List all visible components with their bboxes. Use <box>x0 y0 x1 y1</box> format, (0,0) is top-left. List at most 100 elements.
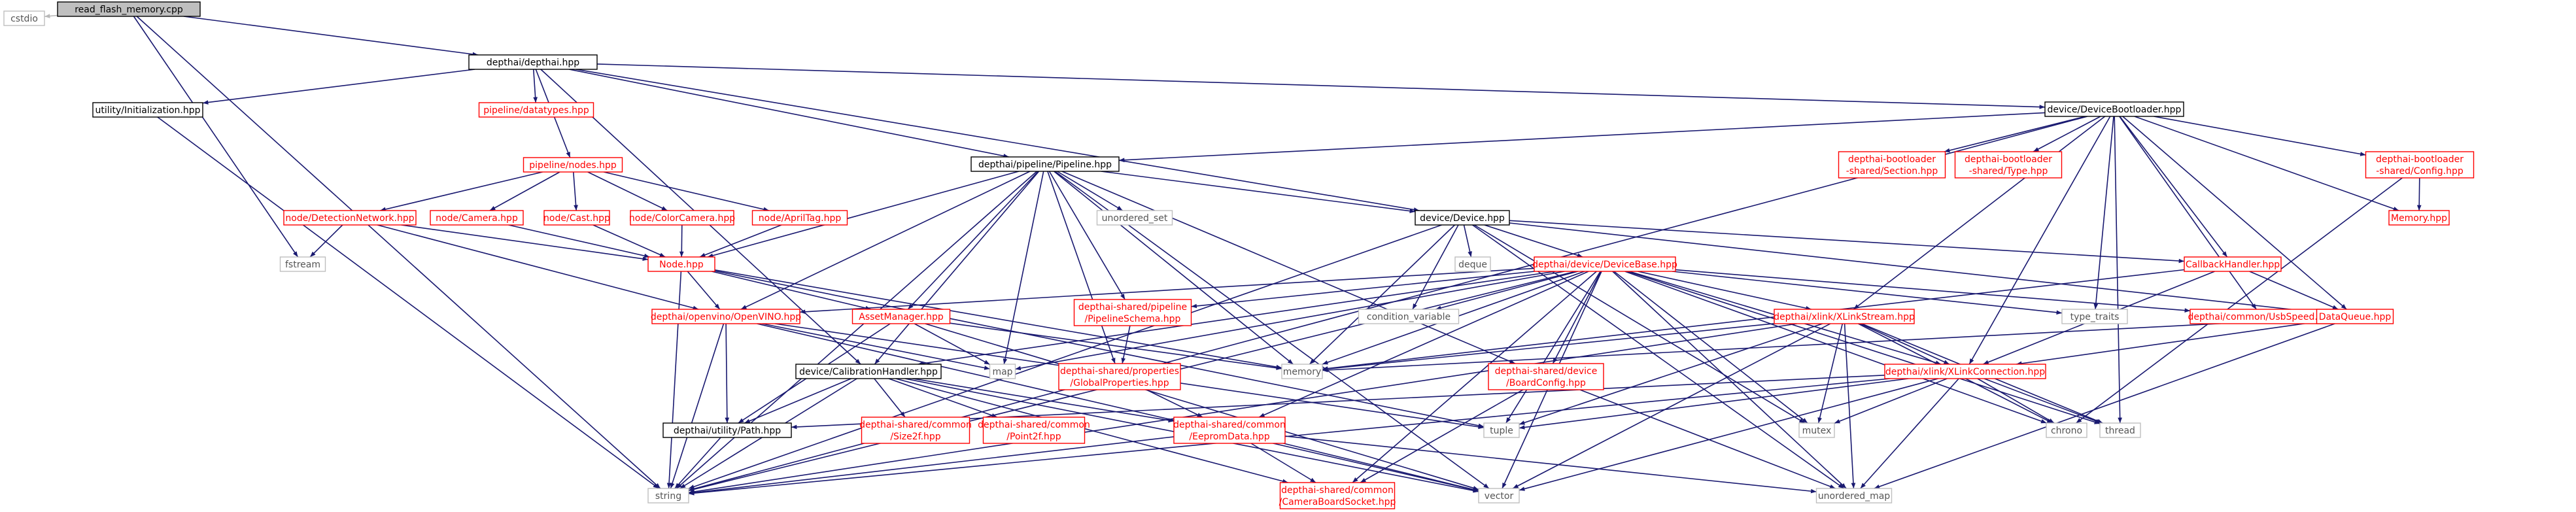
edge-eeprom-to-unordered-map <box>1284 435 1817 492</box>
node-label: -shared/Config.hpp <box>2376 166 2464 177</box>
edge-arrowhead <box>1802 418 1808 423</box>
edge-arrowhead <box>791 424 797 430</box>
edge-device-bootloader-to-xlink-connection <box>1968 116 2111 365</box>
edge-pipeline-pipeline-to-asset-manager <box>907 171 1039 310</box>
node-utility-path[interactable]: depthai/utility/Path.hpp <box>662 422 792 438</box>
node-device-device[interactable]: device/Device.hpp <box>1415 210 1510 226</box>
edge-openvino-to-string <box>670 323 725 489</box>
node-depthai[interactable]: depthai/depthai.hpp <box>468 54 598 70</box>
node-bl-type[interactable]: depthai-bootloader-shared/Type.hpp <box>1954 151 2063 179</box>
edge-xlink-stream-to-string <box>688 323 1797 494</box>
node-thread: thread <box>2099 422 2141 438</box>
node-size2f[interactable]: depthai-shared/common/Size2f.hpp <box>859 417 972 444</box>
node-label: depthai/common/UsbSpeed.hpp <box>2188 312 2335 322</box>
node-label: /Point2f.hpp <box>1006 432 1061 442</box>
node-label: CallbackHandler.hpp <box>2186 260 2280 270</box>
node-camera-socket[interactable]: depthai-shared/common/CameraBoardSocket.… <box>1279 482 1396 509</box>
edge-arrowhead <box>1874 485 1880 489</box>
node-bl-config[interactable]: depthai-bootloader-shared/Config.hpp <box>2365 151 2475 179</box>
node-openvino[interactable]: depthai/openvino/OpenVINO.hpp <box>651 309 801 324</box>
edge-openvino-to-vector <box>757 323 1479 492</box>
node-node-apriltag[interactable]: node/AprilTag.hpp <box>751 210 848 226</box>
node-calibration-handler[interactable]: device/CalibrationHandler.hpp <box>795 364 942 379</box>
edge-node-detection-to-openvino <box>377 224 699 310</box>
edge-arrowhead <box>2360 152 2366 156</box>
node-pipeline-nodes[interactable]: pipeline/nodes.hpp <box>523 157 623 173</box>
node-pipeline-schema[interactable]: depthai-shared/pipeline/PipelineSchema.h… <box>1073 299 1192 326</box>
edge-arrowhead <box>744 418 751 423</box>
node-bl-section[interactable]: depthai-bootloader-shared/Section.hpp <box>1838 151 1946 179</box>
node-eeprom[interactable]: depthai-shared/common/EepromData.hpp <box>1173 417 1286 444</box>
node-label: vector <box>1485 491 1514 502</box>
node-memory-hpp[interactable]: Memory.hpp <box>2388 210 2450 226</box>
node-node-camera[interactable]: node/Camera.hpp <box>430 210 524 226</box>
node-label: depthai-bootloader <box>1848 154 1936 165</box>
node-callback-handler[interactable]: CallbackHandler.hpp <box>2184 256 2282 272</box>
edge-depthai-to-pipeline-datatypes <box>533 69 536 103</box>
edge-depthai-to-device-bootloader <box>596 63 2046 108</box>
edge-device-bootloader-to-memory-hpp <box>2134 116 2399 211</box>
node-global-props[interactable]: depthai-shared/properties/GlobalProperti… <box>1058 363 1181 390</box>
node-box <box>1488 363 1604 390</box>
edge-pipeline-nodes-to-node-apriltag <box>603 171 770 211</box>
node-node-colorcamera[interactable]: node/ColorCamera.hpp <box>629 210 735 226</box>
node-box <box>3 10 45 26</box>
node-vector: vector <box>1478 488 1520 503</box>
node-asset-manager[interactable]: AssetManager.hpp <box>851 309 951 324</box>
edge-arrowhead <box>1119 158 1125 163</box>
edge-arrowhead <box>1352 477 1358 483</box>
node-label: Memory.hpp <box>2391 213 2447 224</box>
edge-arrowhead <box>653 483 659 488</box>
edge-arrowhead <box>666 483 672 488</box>
node-data-queue[interactable]: DataQueue.hpp <box>2316 309 2394 324</box>
edge-pipeline-pipeline-to-map <box>1003 171 1044 365</box>
edge-pipeline-pipeline-to-calibration-handler <box>874 171 1040 365</box>
node-xlink-connection[interactable]: depthai/xlink/XLinkConnection.hpp <box>1884 364 2046 379</box>
node-point2f[interactable]: depthai-shared/common/Point2f.hpp <box>978 417 1090 444</box>
node-node-detection[interactable]: node/DetectionNetwork.hpp <box>283 210 417 226</box>
edge-arrowhead <box>1360 478 1366 483</box>
node-label: fstream <box>285 260 320 270</box>
node-label: depthai/utility/Path.hpp <box>674 426 781 436</box>
edge-arrowhead <box>1840 483 1847 488</box>
node-box <box>2061 309 2128 324</box>
node-box <box>662 422 792 438</box>
node-node-hpp[interactable]: Node.hpp <box>647 256 715 272</box>
edge-arrowhead <box>1015 366 1022 371</box>
node-pipeline-pipeline[interactable]: depthai/pipeline/Pipeline.hpp <box>970 156 1120 172</box>
node-box <box>795 364 942 379</box>
edge-arrowhead <box>1468 251 1472 257</box>
edge-arrowhead <box>908 303 914 309</box>
node-label: device/CalibrationHandler.hpp <box>799 367 938 377</box>
edge-arrowhead <box>310 251 316 257</box>
node-node-cast[interactable]: node/Cast.hpp <box>543 210 610 226</box>
edge-pipeline-pipeline-to-pipeline-schema <box>1048 171 1125 300</box>
node-root[interactable]: read_flash_memory.cpp <box>57 1 201 17</box>
node-device-base[interactable]: depthai/device/DeviceBase.hpp <box>1532 256 1677 272</box>
node-util-init[interactable]: utility/Initialization.hpp <box>92 102 203 118</box>
edge-arrowhead <box>574 205 578 211</box>
edge-pipeline-pipeline-to-global-props <box>1047 171 1116 364</box>
node-box <box>478 102 594 118</box>
edge-arrowhead <box>1111 358 1116 364</box>
edge-arrowhead <box>1983 360 1989 364</box>
node-box <box>2046 422 2087 438</box>
node-device-bootloader[interactable]: device/DeviceBootloader.hpp <box>2044 101 2184 117</box>
edge-device-bootloader-to-bl-config <box>2154 116 2366 156</box>
edge-arrowhead <box>1817 417 1822 423</box>
edge-calibration-handler-to-eeprom <box>912 378 1175 422</box>
node-label: cstdio <box>10 14 38 24</box>
edge-arrowhead <box>2048 418 2055 423</box>
edge-device-base-to-pipeline-schema <box>1191 271 1535 307</box>
edge-arrowhead <box>679 483 686 488</box>
node-board-config[interactable]: depthai-shared/device/BoardConfig.hpp <box>1488 363 1604 390</box>
edge-device-bootloader-to-pipeline-pipeline <box>1118 112 2046 161</box>
node-label: node/DetectionNetwork.hpp <box>285 213 414 224</box>
node-box <box>1173 417 1286 444</box>
node-box <box>523 157 623 173</box>
node-xlink-stream[interactable]: depthai/xlink/XLinkStream.hpp <box>1774 309 1915 324</box>
node-label: depthai/xlink/XLinkConnection.hpp <box>1885 367 2045 377</box>
node-label: depthai-shared/common <box>1173 420 1286 430</box>
node-pipeline-datatypes[interactable]: pipeline/datatypes.hpp <box>478 102 594 118</box>
node-usb-speed[interactable]: depthai/common/UsbSpeed.hpp <box>2188 309 2335 324</box>
